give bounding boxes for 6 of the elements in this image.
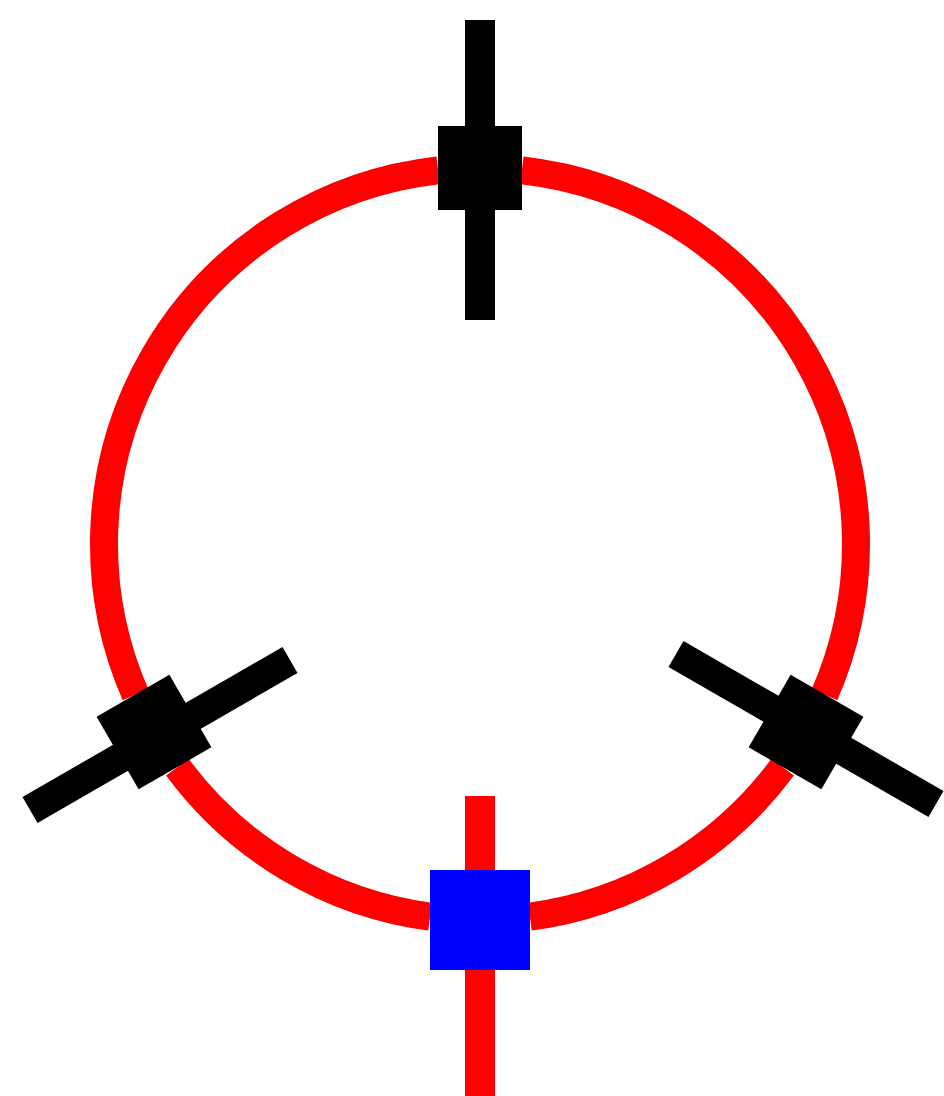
square-block [430, 870, 530, 970]
ring-arc [519, 156, 870, 700]
ring-arc [90, 156, 441, 700]
ring-arc [527, 758, 794, 931]
square-block [438, 126, 522, 210]
ring-arc [166, 758, 433, 931]
